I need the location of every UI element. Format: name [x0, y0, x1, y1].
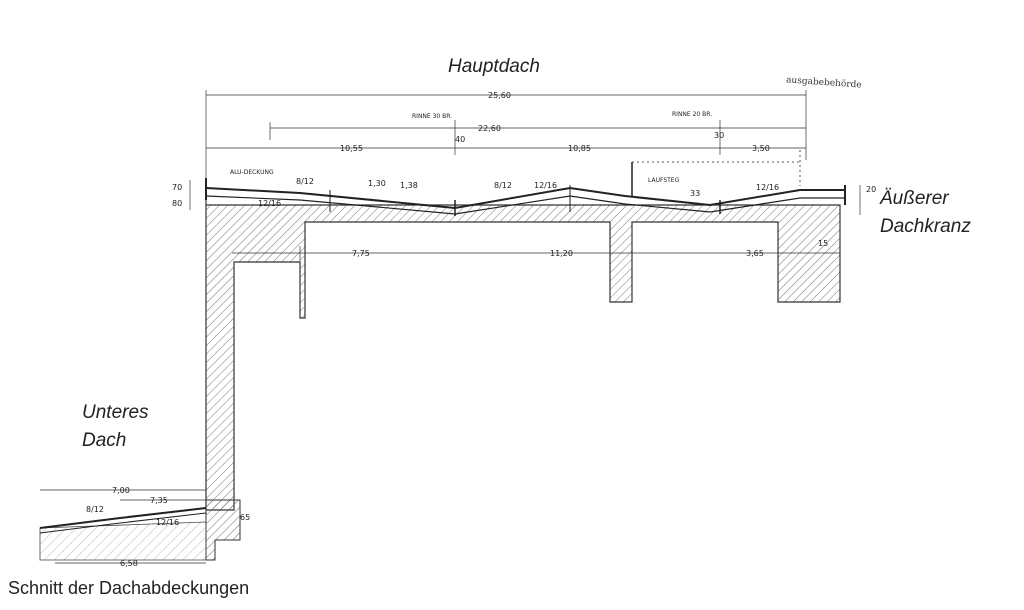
dim-bay-2: 11,20	[550, 249, 573, 258]
lower-roof-slab	[39, 521, 207, 561]
dim-slope-2: 12/16	[258, 199, 281, 208]
dim-right-end: 3,50	[752, 144, 770, 153]
outer-edge-label-1: Äußerer	[880, 188, 949, 209]
dim-bay-1: 7,75	[352, 249, 370, 258]
dim-lower-slope-2: 12/16	[156, 518, 179, 527]
dim-inner: 22,60	[478, 124, 501, 133]
dim-lower-base: 6,58	[120, 559, 138, 568]
figure-caption: Schnitt der Dachabdeckungen	[8, 578, 250, 598]
lower-roof-label-1: Unteres	[82, 402, 149, 423]
dimension-lines	[40, 90, 861, 564]
dim-lower-width: 7,00	[112, 486, 130, 495]
dim-slope-6: 12/16	[534, 181, 557, 190]
note-covering: ALU-DECKUNG	[230, 169, 274, 176]
dim-h4: 15	[818, 239, 828, 248]
dim-lower-h: 65	[240, 513, 250, 522]
lower-roof-covering	[39, 507, 207, 534]
wall-mass	[205, 200, 841, 511]
main-roof-label: Hauptdach	[448, 56, 540, 77]
dim-h2: 80	[172, 199, 182, 208]
outer-edge-label-2: Dachkranz	[880, 216, 971, 237]
dim-overall: 25,60	[488, 91, 511, 100]
dim-gutter-right: 30	[714, 131, 724, 140]
note-gutter-left: RINNE 30 BR.	[412, 113, 452, 120]
dim-bay-3: 3,65	[746, 249, 764, 258]
dim-slope-7: 33	[690, 189, 700, 198]
dim-right-span: 10,85	[568, 144, 591, 153]
lower-wall-mass	[205, 499, 241, 561]
dim-h3: 20	[866, 185, 876, 194]
note-walkway: LAUFSTEG	[648, 177, 680, 184]
note-gutter-right: RINNE 20 BR.	[672, 111, 712, 118]
dim-lower-inner: 7,35	[150, 496, 168, 505]
dim-h1: 70	[172, 183, 182, 192]
dim-lower-slope-1: 8/12	[86, 505, 104, 514]
dim-slope-8: 12/16	[756, 183, 779, 192]
dim-slope-4: 1,38	[400, 181, 418, 190]
dim-left-span: 10,55	[340, 144, 363, 153]
lower-roof-label-2: Dach	[82, 430, 127, 451]
dim-gutter-left: 40	[455, 135, 465, 144]
dim-slope-1: 8/12	[296, 177, 314, 186]
dim-slope-3: 1,30	[368, 179, 386, 188]
dim-slope-5: 8/12	[494, 181, 512, 190]
